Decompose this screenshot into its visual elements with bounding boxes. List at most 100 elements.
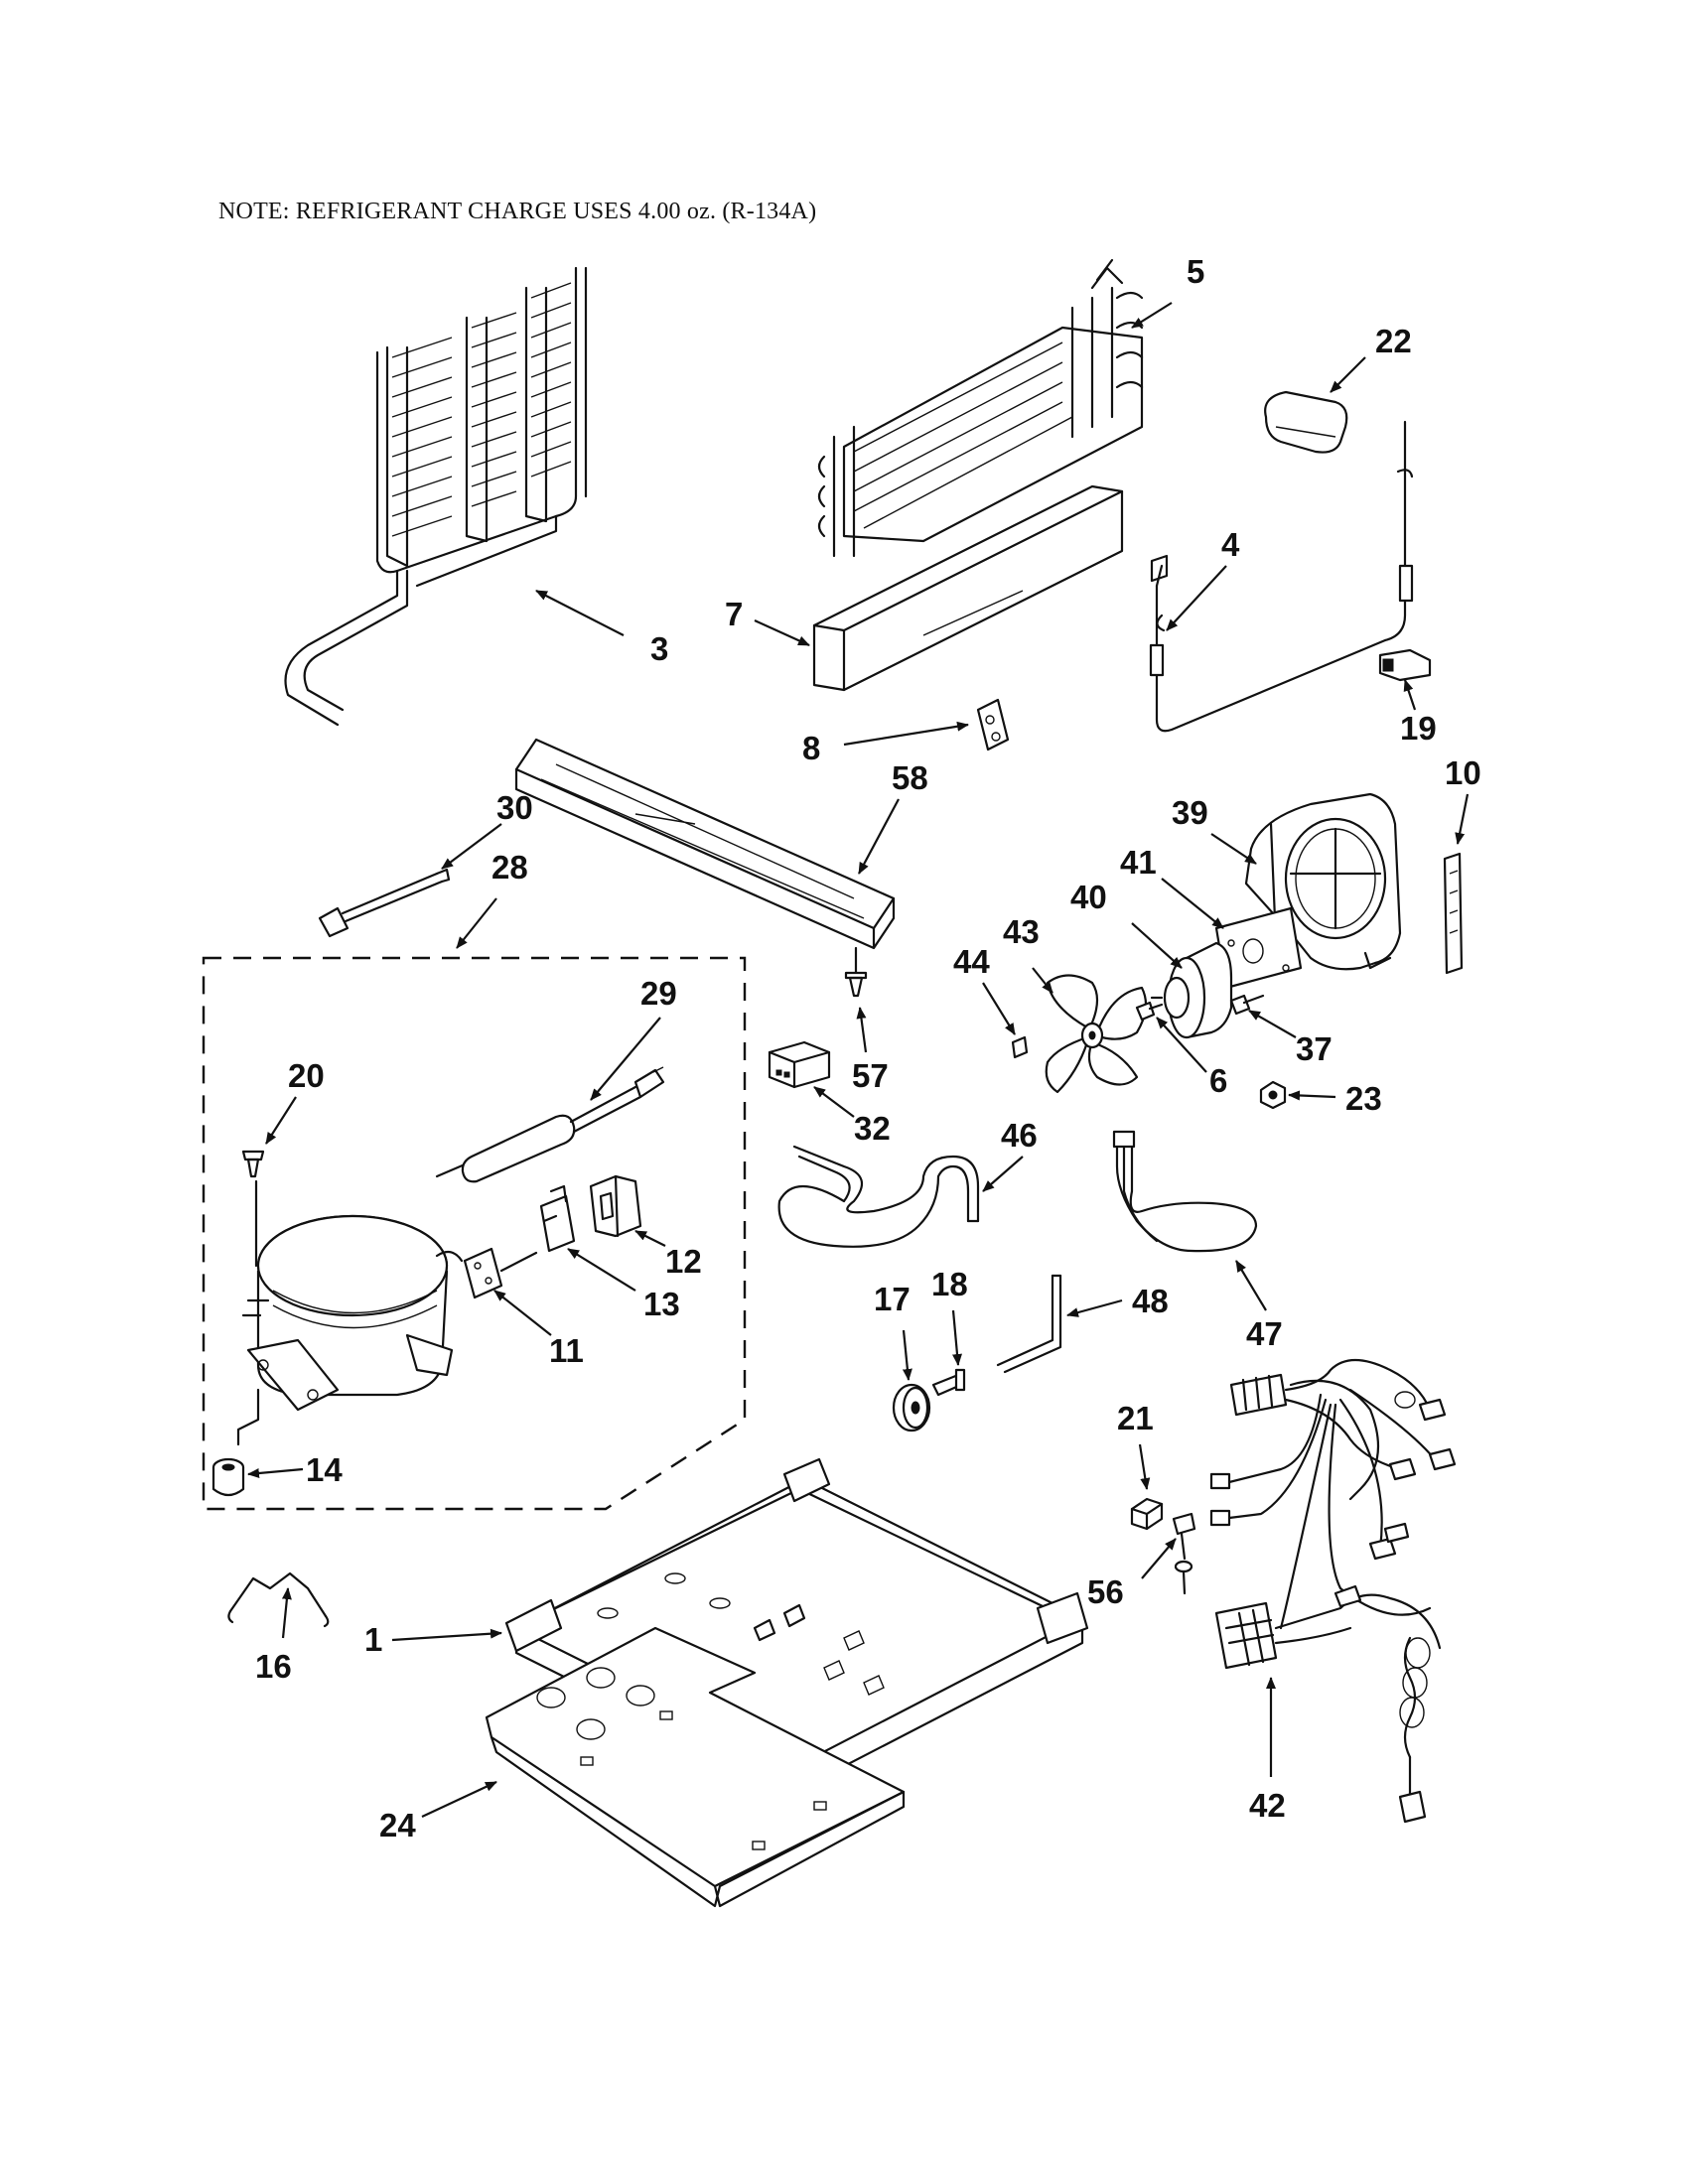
refrigerant-note: NOTE: REFRIGERANT CHARGE USES 4.00 oz. (… <box>218 199 817 224</box>
leader-47 <box>1235 1260 1267 1311</box>
leader-14 <box>247 1467 304 1478</box>
fan-blade <box>1045 974 1148 1094</box>
fan-motor <box>1150 941 1233 1039</box>
label-41: 41 <box>1120 844 1157 881</box>
fan-nut <box>1259 1080 1287 1110</box>
overload-protector <box>539 1184 576 1253</box>
leader-7 <box>754 618 810 647</box>
label-13: 13 <box>643 1286 680 1322</box>
leader-32 <box>813 1086 855 1118</box>
power-cord-connector <box>318 868 451 938</box>
defrost-thermostat <box>1149 420 1414 733</box>
label-43: 43 <box>1003 913 1040 950</box>
label-57: 57 <box>852 1057 889 1094</box>
leader-58 <box>858 798 900 875</box>
roller-axle <box>931 1368 966 1397</box>
label-20: 20 <box>288 1057 325 1094</box>
label-30: 30 <box>496 789 533 826</box>
label-16: 16 <box>255 1648 292 1685</box>
label-7: 7 <box>725 596 743 632</box>
hex-nut <box>1130 1497 1164 1531</box>
label-28: 28 <box>491 849 528 886</box>
leader-19 <box>1403 679 1417 711</box>
compressor-grommet <box>211 1457 245 1497</box>
cover-cap <box>1264 390 1348 454</box>
terminal-block <box>768 1040 831 1089</box>
leader-24 <box>421 1781 497 1818</box>
evaporator <box>817 258 1144 558</box>
compressor <box>236 1179 464 1446</box>
leader-39 <box>1210 833 1257 865</box>
leader-5 <box>1131 302 1173 329</box>
label-21: 21 <box>1117 1400 1154 1436</box>
label-48: 48 <box>1132 1283 1169 1319</box>
leader-4 <box>1166 565 1227 631</box>
insulation-sheet <box>485 1626 906 1908</box>
label-14: 14 <box>306 1451 343 1488</box>
label-24: 24 <box>379 1807 416 1843</box>
leader-41 <box>1161 878 1224 929</box>
label-32: 32 <box>854 1110 891 1147</box>
leader-6 <box>1156 1017 1207 1073</box>
water-tube <box>1112 1130 1258 1253</box>
tube-48 <box>996 1274 1062 1374</box>
ground-screw <box>1172 1512 1196 1595</box>
leader-3 <box>535 590 625 636</box>
fan-clip <box>1011 1035 1029 1059</box>
fan-screw <box>1135 1001 1164 1022</box>
leader-17 <box>902 1329 912 1381</box>
leader-18 <box>951 1309 962 1366</box>
label-22: 22 <box>1375 323 1412 359</box>
label-46: 46 <box>1001 1117 1038 1154</box>
leader-20 <box>265 1096 297 1145</box>
leader-22 <box>1330 356 1366 393</box>
leader-8 <box>843 721 969 747</box>
leader-1 <box>391 1628 502 1642</box>
leader-21 <box>1138 1443 1151 1490</box>
leader-40 <box>1131 922 1183 969</box>
leader-57 <box>856 1007 868 1053</box>
bracket-screw <box>1229 994 1265 1016</box>
label-3: 3 <box>650 630 668 667</box>
drain-pan-screw <box>844 946 868 998</box>
leader-43 <box>1032 967 1053 994</box>
leader-48 <box>1066 1298 1123 1317</box>
label-40: 40 <box>1070 879 1107 915</box>
label-56: 56 <box>1087 1573 1124 1610</box>
leader-12 <box>634 1230 666 1247</box>
label-12: 12 <box>665 1243 702 1280</box>
condenser <box>284 266 588 727</box>
leader-23 <box>1288 1090 1336 1101</box>
leader-28 <box>456 897 497 949</box>
compressor-screw <box>241 1150 265 1178</box>
label-29: 29 <box>640 975 677 1012</box>
compressor-group-outline <box>202 956 747 1511</box>
label-39: 39 <box>1172 794 1208 831</box>
leader-37 <box>1248 1010 1297 1038</box>
leader-56 <box>1141 1538 1177 1579</box>
label-42: 42 <box>1249 1787 1286 1824</box>
evaporator-drain-trough <box>812 484 1124 692</box>
leader-29 <box>590 1017 661 1101</box>
label-5: 5 <box>1187 253 1204 290</box>
leader-44 <box>982 982 1016 1035</box>
label-6: 6 <box>1209 1062 1227 1099</box>
start-relay <box>463 1247 538 1299</box>
leader-11 <box>493 1290 552 1336</box>
label-11: 11 <box>549 1332 584 1369</box>
gasket-strip <box>1443 852 1464 975</box>
leader-10 <box>1455 793 1470 845</box>
roller-wheel <box>892 1383 931 1433</box>
wire-harness <box>1209 1359 1457 1824</box>
label-17: 17 <box>874 1281 911 1317</box>
fan-shroud <box>1244 792 1402 971</box>
label-23: 23 <box>1345 1080 1382 1117</box>
leader-16 <box>281 1587 292 1639</box>
thermostat-clip <box>1378 648 1432 682</box>
label-4: 4 <box>1221 526 1240 563</box>
leader-13 <box>567 1248 636 1292</box>
filter-drier <box>435 1066 665 1183</box>
label-44: 44 <box>953 943 990 980</box>
relay-cover <box>589 1174 642 1238</box>
label-19: 19 <box>1400 710 1437 747</box>
